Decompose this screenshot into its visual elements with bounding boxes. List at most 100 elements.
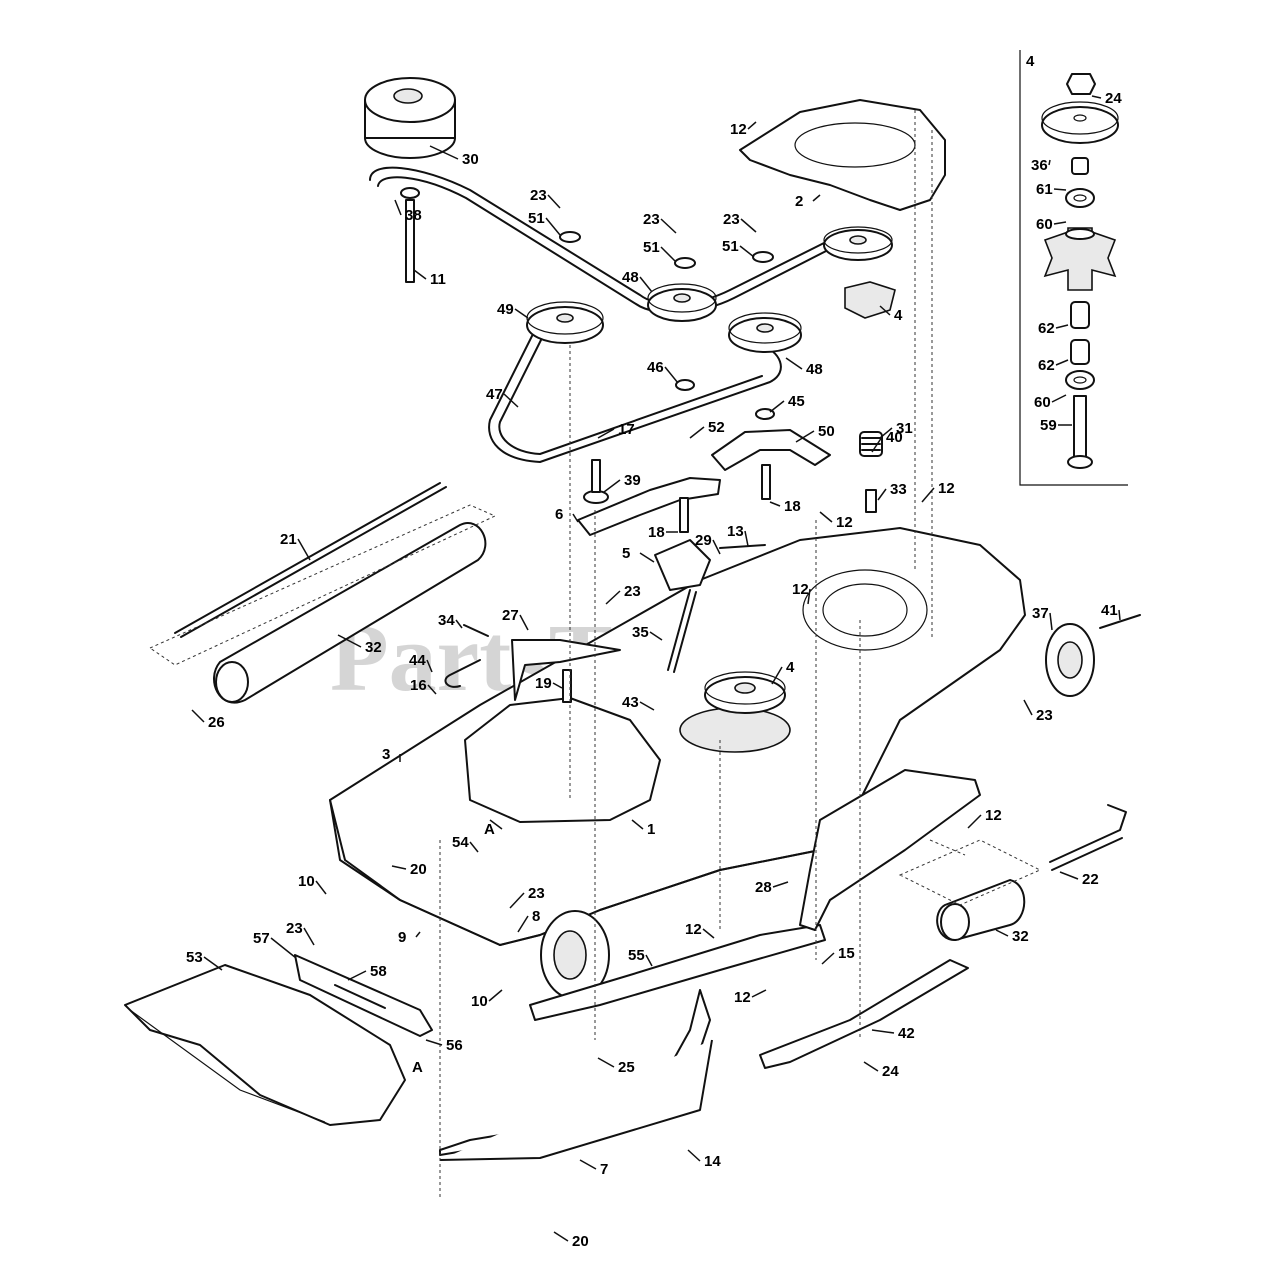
leader-line	[739, 245, 755, 258]
leader-line	[552, 682, 563, 689]
leader-line	[795, 430, 815, 443]
leader-line	[689, 426, 705, 439]
leader-line	[514, 308, 529, 319]
callout-label: 24	[1105, 90, 1122, 107]
leader-line	[751, 989, 767, 998]
callout-label: 55	[628, 947, 645, 964]
callout-label: 32	[365, 639, 382, 656]
callout-label: 25	[618, 1059, 635, 1076]
callout-label: 23	[643, 211, 660, 228]
callout-label: 18	[784, 498, 801, 515]
callout-label: 39	[624, 472, 641, 489]
callout-label: 17	[618, 421, 635, 438]
leader-line	[579, 1159, 597, 1170]
leader-line	[772, 881, 789, 888]
leader-line	[597, 428, 615, 439]
leader-line	[545, 217, 561, 236]
leader-line	[785, 357, 803, 370]
callout-label: 6	[555, 506, 563, 523]
leader-line	[744, 530, 749, 547]
callout-label: 12	[734, 989, 751, 1006]
callout-label: 23	[624, 583, 641, 600]
leader-line	[489, 819, 503, 830]
callout-label: 23	[530, 187, 547, 204]
callout-label: A	[484, 821, 495, 838]
leader-line	[871, 1029, 895, 1034]
leader-line	[879, 305, 891, 316]
callout-label: 22	[1082, 871, 1099, 888]
leader-line	[1051, 394, 1067, 403]
callout-label: 56	[446, 1037, 463, 1054]
leader-line	[879, 427, 893, 439]
callout-label: 12	[985, 807, 1002, 824]
leader-line	[1023, 699, 1033, 716]
leader-line	[1049, 612, 1053, 631]
callout-label: 21	[280, 531, 297, 548]
callout-label: 41	[1101, 602, 1118, 619]
leader-line	[863, 1061, 879, 1072]
callout-label: 51	[528, 210, 545, 227]
callout-label: 61	[1036, 181, 1053, 198]
leader-line	[597, 1057, 615, 1068]
leader-line	[1055, 324, 1069, 329]
leader-line	[1055, 359, 1069, 366]
callout-label: 43	[622, 694, 639, 711]
leader-line	[771, 666, 783, 685]
leader-line	[639, 276, 653, 293]
leader-line	[1059, 871, 1079, 880]
callout-label: 2	[795, 193, 803, 210]
callout-label: 42	[898, 1025, 915, 1042]
mower-deck-shell	[329, 281, 1026, 946]
electric-clutch	[364, 77, 456, 159]
callout-label: 23	[1036, 707, 1053, 724]
callout-label: 59	[1040, 417, 1057, 434]
callout-label: 12	[836, 514, 853, 531]
callout-label: 35	[632, 624, 649, 641]
leader-line	[603, 479, 621, 493]
leader-line	[488, 989, 503, 1002]
callout-label: 19	[535, 675, 552, 692]
callout-label: A	[412, 1059, 423, 1076]
leader-line	[660, 246, 677, 263]
callout-label: 23	[528, 885, 545, 902]
leader-line	[967, 814, 982, 829]
leader-line	[687, 1149, 701, 1162]
leader-line	[203, 956, 223, 971]
callout-label: 15	[838, 945, 855, 962]
leader-line	[394, 199, 402, 216]
callout-label: 46	[647, 359, 664, 376]
leader-line	[455, 619, 463, 629]
idler-pulleys	[400, 187, 893, 504]
callout-label: 52	[708, 419, 725, 436]
callout-label: 4	[786, 659, 795, 676]
leader-line	[553, 1231, 569, 1242]
leader-line	[337, 634, 362, 648]
leader-line	[469, 841, 479, 853]
leader-line	[1053, 221, 1067, 225]
callout-label: 4	[894, 307, 903, 324]
leader-line	[315, 880, 327, 895]
discharge-chute	[124, 954, 433, 1126]
callout-label: 32	[1012, 928, 1029, 945]
callout-label: 23	[286, 920, 303, 937]
leader-line	[509, 892, 525, 909]
leader-line	[415, 931, 421, 938]
leader-line	[297, 538, 311, 561]
callout-label: 44	[409, 652, 426, 669]
callout-label: 26	[208, 714, 225, 731]
callout-label: 18	[648, 524, 665, 541]
leader-line	[631, 819, 644, 830]
leader-line	[871, 436, 883, 453]
callout-label: 11	[430, 271, 446, 288]
callout-label: 60	[1034, 394, 1051, 411]
callout-label: 60	[1036, 216, 1053, 233]
callout-label: 12	[685, 921, 702, 938]
callout-label: 13	[727, 523, 744, 540]
leader-line	[413, 269, 427, 280]
callout-label: 53	[186, 949, 203, 966]
callout-label: 16	[410, 677, 427, 694]
leader-line	[1091, 95, 1102, 99]
leader-line	[819, 511, 833, 523]
leader-line	[740, 218, 757, 233]
